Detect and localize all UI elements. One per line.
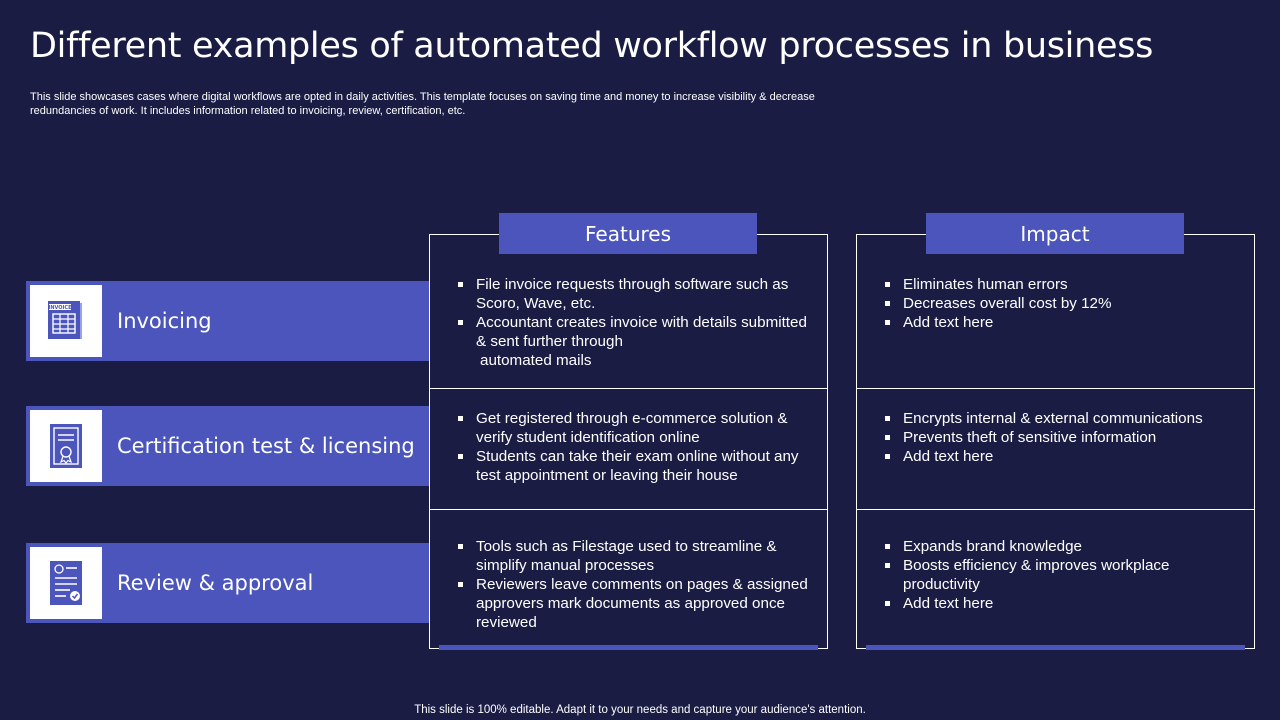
features-cell-review: Tools such as Filestage used to streamli… — [457, 537, 811, 632]
row-divider — [857, 388, 1254, 389]
impact-cell-review: Expands brand knowledge Boosts efficienc… — [884, 537, 1238, 613]
list-item: Boosts efficiency & improves workplace p… — [884, 556, 1238, 594]
list-item: File invoice requests through software s… — [457, 275, 811, 313]
features-accent-bar — [439, 645, 818, 650]
row-divider — [430, 509, 827, 510]
features-cell-invoicing: File invoice requests through software s… — [457, 275, 811, 370]
features-header: Features — [499, 213, 757, 254]
invoice-icon-text: INVOICE — [48, 305, 72, 311]
slide-title: Different examples of automated workflow… — [30, 26, 1154, 66]
list-item: Expands brand knowledge — [884, 537, 1238, 556]
list-item: Encrypts internal & external communicati… — [884, 409, 1238, 428]
list-item: Add text here — [884, 447, 1238, 466]
list-item: Get registered through e-commerce soluti… — [457, 409, 811, 447]
invoice-icon: INVOICE — [30, 285, 102, 357]
row-label-text: Review & approval — [117, 571, 314, 595]
list-item: Prevents theft of sensitive information — [884, 428, 1238, 447]
features-cell-certification: Get registered through e-commerce soluti… — [457, 409, 811, 485]
row-label-text: Invoicing — [117, 309, 212, 333]
row-divider — [430, 388, 827, 389]
list-item-continuation: automated mails — [480, 352, 592, 369]
impact-cell-certification: Encrypts internal & external communicati… — [884, 409, 1238, 466]
list-item: Accountant creates invoice with details … — [457, 313, 811, 351]
certificate-icon — [30, 410, 102, 482]
impact-panel: Impact Eliminates human errors Decreases… — [856, 213, 1255, 650]
list-item: Students can take their exam online with… — [457, 447, 811, 485]
list-item: Decreases overall cost by 12% — [884, 294, 1238, 313]
row-label-text: Certification test & licensing — [117, 434, 415, 458]
approval-document-icon — [30, 547, 102, 619]
impact-cell-invoicing: Eliminates human errors Decreases overal… — [884, 275, 1238, 332]
impact-accent-bar — [866, 645, 1245, 650]
list-item: Reviewers leave comments on pages & assi… — [457, 575, 811, 632]
slide-footer: This slide is 100% editable. Adapt it to… — [414, 704, 866, 716]
row-label-review: Review & approval — [26, 543, 429, 623]
row-label-invoicing: INVOICE Invoicing — [26, 281, 429, 361]
slide-subtitle: This slide showcases cases where digital… — [30, 91, 815, 117]
row-label-certification: Certification test & licensing — [26, 406, 429, 486]
row-divider — [857, 509, 1254, 510]
list-item: Add text here — [884, 313, 1238, 332]
list-item: Add text here — [884, 594, 1238, 613]
list-item: Eliminates human errors — [884, 275, 1238, 294]
list-item: Tools such as Filestage used to streamli… — [457, 537, 811, 575]
features-panel: Features File invoice requests through s… — [429, 213, 828, 650]
impact-header: Impact — [926, 213, 1184, 254]
